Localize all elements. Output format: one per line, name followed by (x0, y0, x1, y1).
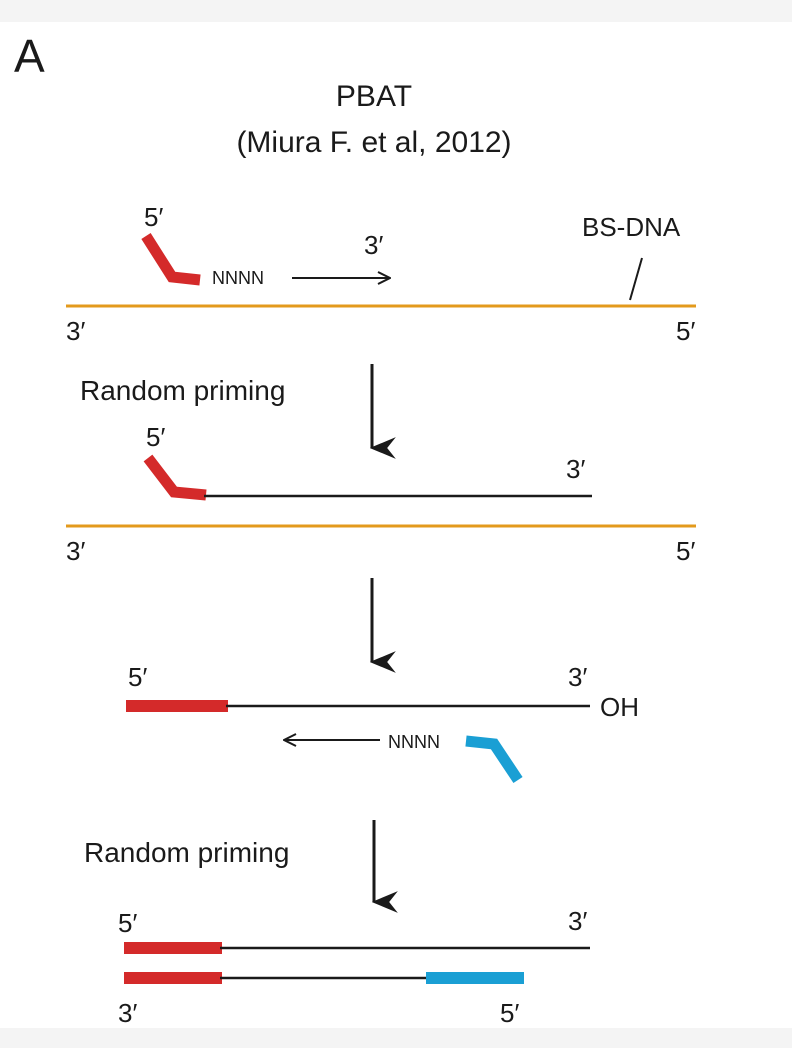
stage1-template-5prime: 5′ (676, 316, 695, 346)
stage3-oh: OH (600, 692, 639, 722)
stage3-nnnn: NNNN (388, 732, 440, 752)
stage3-3prime: 3′ (568, 662, 587, 692)
stage2-3prime: 3′ (566, 454, 585, 484)
stage2-red-adapter (143, 454, 207, 501)
stage4-top-3prime: 3′ (568, 906, 587, 936)
panel-label: A (14, 30, 45, 82)
bs-dna-pointer (629, 257, 643, 301)
stage1-red-adapter (141, 233, 201, 286)
stage1-template-3prime: 3′ (66, 316, 85, 346)
stage2-template-5prime: 5′ (676, 536, 695, 566)
stage4-top-5prime: 5′ (118, 908, 137, 938)
diagram-title: PBAT (336, 80, 412, 113)
step3-label: Random priming (84, 837, 289, 868)
stage2-template-3prime: 3′ (66, 536, 85, 566)
stage3-blue-adapter (465, 735, 523, 784)
stage3-5prime: 5′ (128, 662, 147, 692)
stage1-primer-5prime: 5′ (144, 202, 163, 232)
stage2-5prime: 5′ (146, 422, 165, 452)
stage1-nnnn: NNNN (212, 268, 264, 288)
step1-label: Random priming (80, 375, 285, 406)
stage4-bottom-3prime: 3′ (118, 998, 137, 1028)
bs-dna-label: BS-DNA (582, 212, 681, 242)
stage4-bottom-5prime: 5′ (500, 998, 519, 1028)
diagram-subtitle: (Miura F. et al, 2012) (236, 126, 511, 159)
stage1-primer-3prime: 3′ (364, 230, 383, 260)
